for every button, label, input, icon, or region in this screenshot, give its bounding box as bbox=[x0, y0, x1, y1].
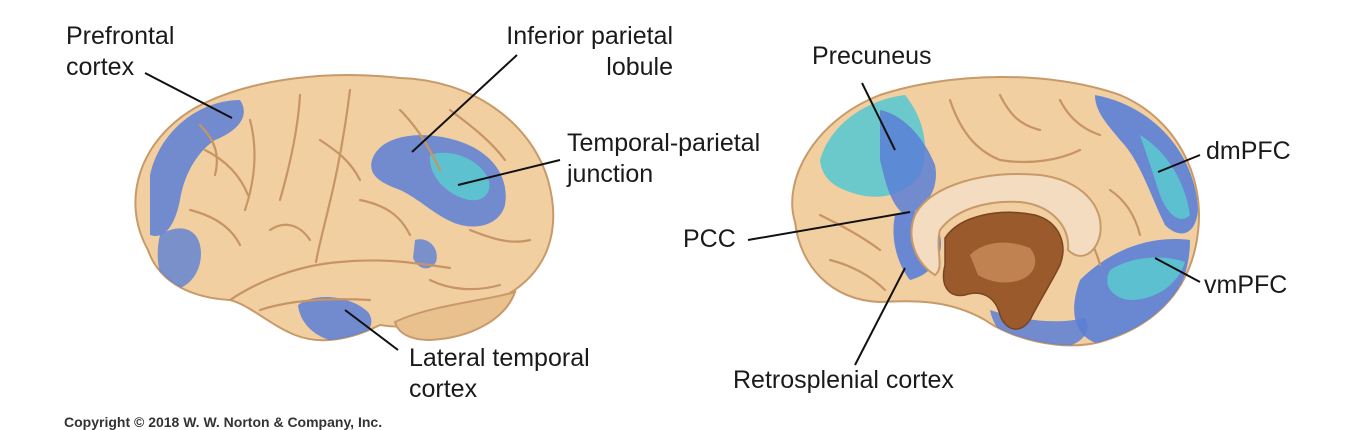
medial-brain bbox=[791, 76, 1200, 347]
label-lateral-temporal: Lateral temporal cortex bbox=[409, 343, 590, 405]
activation-precuneus-blue bbox=[880, 110, 936, 215]
lateral-cerebellum bbox=[393, 290, 517, 342]
lateral-sulci bbox=[188, 88, 532, 312]
label-inferior-parietal-line1: Inferior parietal bbox=[506, 22, 673, 50]
label-tpj-line1: Temporal-parietal bbox=[567, 129, 761, 157]
label-tpj: Temporal-parietal junction bbox=[567, 128, 760, 190]
label-prefrontal: Prefrontal cortex bbox=[66, 21, 174, 83]
leader-lateral-temporal bbox=[344, 309, 399, 351]
label-lateral-temporal-line1: Lateral temporal bbox=[409, 344, 590, 372]
label-prefrontal-line1: Prefrontal bbox=[66, 22, 175, 50]
copyright-notice: Copyright © 2018 W. W. Norton & Company,… bbox=[64, 414, 383, 430]
leader-tpj bbox=[457, 159, 561, 186]
label-precuneus: Precuneus bbox=[812, 42, 932, 70]
label-lateral-temporal-line2: cortex bbox=[409, 375, 478, 403]
activation-vmpfc-cyan bbox=[1107, 257, 1185, 300]
label-tpj-line2: junction bbox=[567, 160, 654, 188]
brainstem-detail bbox=[970, 242, 1036, 283]
leader-pcc bbox=[747, 211, 911, 241]
activation-lateral-temporal bbox=[298, 296, 372, 341]
activation-prefrontal bbox=[150, 100, 244, 236]
leader-lines bbox=[144, 54, 1201, 366]
label-dmpfc: dmPFC bbox=[1206, 137, 1291, 165]
label-inferior-parietal-line2: lobule bbox=[606, 53, 673, 81]
lateral-brain bbox=[134, 74, 555, 342]
activation-dmpfc-cyan bbox=[1140, 135, 1190, 219]
label-retrosplenial: Retrosplenial cortex bbox=[733, 366, 954, 394]
leader-retrosplenial bbox=[854, 267, 906, 366]
leader-prefrontal bbox=[144, 72, 233, 119]
activation-temporal-spot bbox=[413, 239, 437, 269]
label-inferior-parietal: Inferior parietal lobule bbox=[491, 21, 673, 83]
label-pcc: PCC bbox=[683, 225, 736, 253]
leader-inferior-parietal bbox=[411, 54, 518, 153]
label-vmpfc: vmPFC bbox=[1204, 271, 1288, 299]
activation-tpj bbox=[429, 152, 490, 201]
leader-vmpfc bbox=[1154, 257, 1201, 283]
leader-precuneus bbox=[861, 82, 896, 151]
label-prefrontal-line2: cortex bbox=[66, 53, 135, 81]
corpus-callosum bbox=[910, 173, 1102, 277]
activation-prefrontal-lower bbox=[157, 228, 201, 290]
leader-dmpfc bbox=[1157, 154, 1201, 173]
